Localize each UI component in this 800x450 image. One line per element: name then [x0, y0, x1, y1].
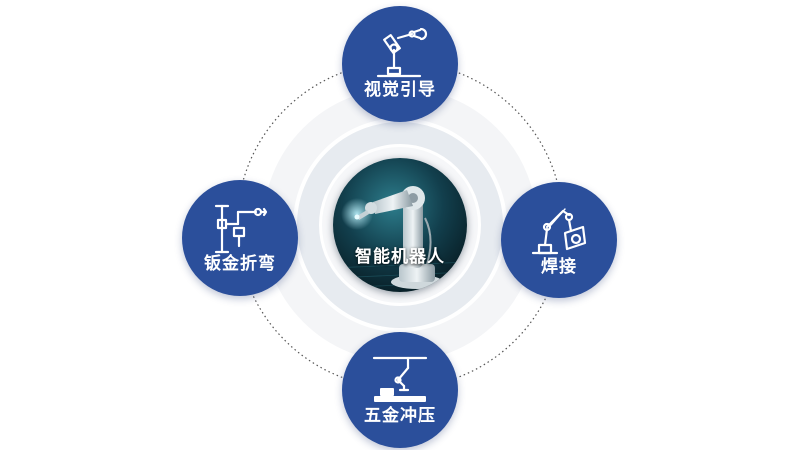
inner-halo-ring — [297, 122, 503, 328]
hardware-stamping-node[interactable]: 五金冲压 — [342, 332, 458, 448]
stamping-gantry-robot-icon — [372, 356, 428, 402]
welding-robot-icon — [531, 208, 587, 255]
vision-guidance-node[interactable]: 视觉引导 — [342, 6, 458, 122]
robot-arm-photo — [333, 158, 467, 292]
sheet-metal-bending-robot-icon — [214, 204, 268, 254]
center-label: 智能机器人 — [355, 247, 445, 267]
welding-node[interactable]: 焊接 — [501, 182, 617, 298]
welding-label: 焊接 — [541, 257, 577, 277]
robot-arm-gripper-icon — [376, 28, 428, 78]
sheet-metal-bending-node[interactable]: 钣金折弯 — [182, 180, 298, 296]
vision-guidance-label: 视觉引导 — [364, 80, 436, 100]
hardware-stamping-label: 五金冲压 — [364, 406, 436, 426]
center-hub[interactable]: 智能机器人 — [333, 158, 467, 292]
sheet-metal-bending-label: 钣金折弯 — [204, 254, 276, 274]
